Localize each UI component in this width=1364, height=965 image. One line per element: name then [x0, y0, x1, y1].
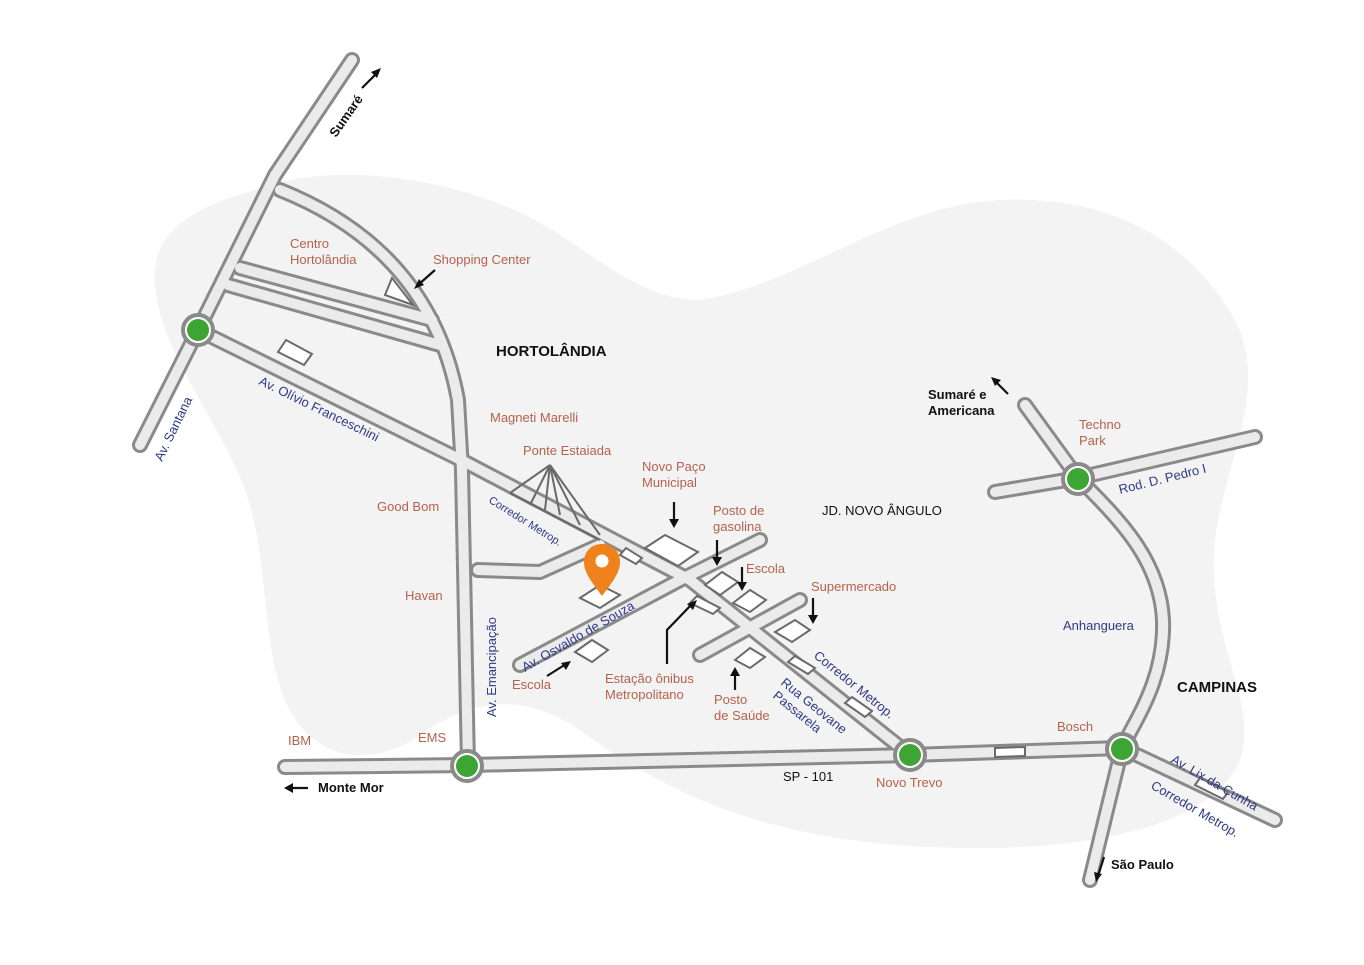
building-supermercado	[773, 618, 812, 644]
poi-estacao-2: Metropolitano	[605, 687, 684, 702]
poi-paco-1: Novo Paço	[642, 459, 706, 474]
poi-bosch: Bosch	[1057, 719, 1093, 734]
poi-ponte: Ponte Estaiada	[523, 443, 612, 458]
arrow-saude-icon	[730, 667, 740, 690]
green-circle-icon	[899, 744, 921, 766]
poi-centro-1: Centro	[290, 236, 329, 251]
road-label-anhanguera: Anhanguera	[1063, 618, 1135, 633]
building-estacao	[688, 594, 722, 616]
building-paco	[643, 533, 700, 568]
poi-gasolina-1: Posto de	[713, 503, 764, 518]
arrow-sumare-icon	[361, 68, 381, 89]
roundabouts	[181, 313, 1139, 783]
building-pin-site	[577, 583, 623, 610]
poi-techno-2: Park	[1079, 433, 1106, 448]
building-corredor	[618, 546, 644, 566]
poi-ems: EMS	[418, 730, 447, 745]
poi-escola-east: Escola	[746, 561, 786, 576]
building-sp101	[994, 745, 1026, 759]
dir-sumare-americana-2: Americana	[928, 403, 995, 418]
ponte-estaiada-icon	[509, 464, 601, 541]
poi-escola-west: Escola	[512, 677, 552, 692]
arrow-sao-paulo-icon	[1094, 856, 1106, 882]
poi-techno-1: Techno	[1079, 417, 1121, 432]
poi-estacao-1: Estação ônibus	[605, 671, 694, 686]
poi-ibm: IBM	[288, 733, 311, 748]
poi-shopping: Shopping Center	[433, 252, 531, 267]
arrows	[284, 68, 1106, 882]
arrow-monte-mor-icon	[284, 783, 308, 793]
arrow-escola-west-icon	[546, 661, 571, 677]
poi-saude-1: Posto	[714, 692, 747, 707]
green-circle-icon	[1111, 738, 1133, 760]
building-passarela-1	[786, 654, 817, 676]
poi-novo-trevo: Novo Trevo	[876, 775, 942, 790]
building-escola-east	[731, 588, 768, 614]
poi-centro-2: Hortolândia	[290, 252, 357, 267]
poi-havan: Havan	[405, 588, 443, 603]
poi-saude-2: de Saúde	[714, 708, 770, 723]
buildings	[276, 276, 1230, 801]
road-label-sp101: SP - 101	[783, 769, 833, 784]
dir-monte-mor: Monte Mor	[318, 780, 384, 795]
building-saude	[733, 646, 767, 670]
building-escola-west	[573, 638, 610, 664]
district-jd-novo-angulo: JD. NOVO ÂNGULO	[822, 503, 942, 518]
green-circle-icon	[1067, 468, 1089, 490]
arrow-supermercado-icon	[808, 598, 818, 624]
map-pin-icon[interactable]	[584, 544, 620, 596]
arrow-gasolina-icon	[712, 540, 722, 566]
dir-sumare-americana-1: Sumaré e	[928, 387, 987, 402]
dir-sao-paulo: São Paulo	[1111, 857, 1174, 872]
building-olivio	[276, 338, 314, 367]
poi-gasolina-2: gasolina	[713, 519, 762, 534]
arrow-sumare-americana-icon	[991, 377, 1009, 395]
poi-supermercado: Supermercado	[811, 579, 896, 594]
arrow-escola-east-icon	[737, 567, 747, 591]
green-circle-icon	[187, 319, 209, 341]
building-shopping	[383, 276, 416, 308]
building-passarela-2	[843, 695, 874, 719]
poi-magneti: Magneti Marelli	[490, 410, 578, 425]
region-hortolandia: HORTOLÂNDIA	[496, 342, 607, 360]
poi-good-bom: Good Bom	[377, 499, 439, 514]
arrow-estacao-icon	[665, 600, 697, 664]
arrow-paco-icon	[669, 502, 679, 528]
building-lix	[1193, 776, 1230, 801]
green-circle-icon	[456, 755, 478, 777]
poi-paco-2: Municipal	[642, 475, 697, 490]
arrow-shopping-icon	[414, 269, 436, 289]
region-campinas: CAMPINAS	[1177, 679, 1257, 696]
road-label-emancipacao: Av. Emancipação	[484, 617, 499, 717]
